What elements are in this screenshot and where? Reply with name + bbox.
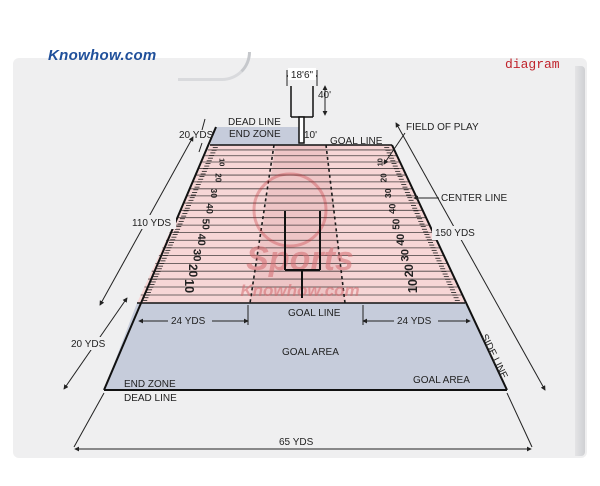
yard-number-left: 10 — [218, 158, 227, 166]
end-zone-top-label: END ZONE — [229, 129, 281, 140]
yard-number-right: 30 — [383, 188, 393, 198]
goalpost-width-label: 18'6" — [291, 70, 314, 81]
yard-number-right: 40 — [395, 234, 407, 246]
crossbar-height-label: 10' — [304, 130, 317, 141]
yard-number-right: 20 — [380, 173, 389, 182]
field-length-label: 110 YDS — [132, 218, 171, 229]
yard-number-right: 40 — [387, 204, 397, 214]
goal-area-center-label: GOAL AREA — [282, 347, 339, 358]
panel-edge — [575, 66, 585, 456]
yard-number-right: 10 — [406, 279, 420, 293]
field-width-label: 65 YDS — [279, 437, 314, 448]
center-line-label: CENTER LINE — [441, 193, 507, 204]
dead-line-top-label: DEAD LINE — [228, 117, 281, 128]
yard-number-left: 30 — [191, 249, 203, 262]
hash-line-right — [325, 144, 346, 304]
watermark-sports: Sports — [246, 240, 354, 278]
diagram-tag: diagram — [505, 57, 560, 72]
watermark-circle — [252, 172, 328, 248]
yard-number-right: 50 — [392, 218, 403, 230]
yard-number-right: 20 — [402, 264, 416, 278]
yard-number-left: 40 — [195, 234, 207, 246]
hash-marks — [249, 144, 346, 304]
yard-number-left: 20 — [213, 173, 222, 182]
yard-number-left: 40 — [205, 204, 215, 214]
goalpost-top — [290, 86, 314, 144]
watermark-knowhow: Knowhow.com — [240, 281, 359, 300]
yard-number-left: 20 — [186, 264, 200, 278]
goalpost-height-label: 40' — [318, 90, 331, 101]
goal-line-bottom-label: GOAL LINE — [288, 308, 341, 319]
area-depth-label: 20 YDS — [71, 339, 106, 350]
end-zone-bottom-label: END ZONE — [124, 379, 176, 390]
hash-right-label: 24 YDS — [397, 316, 432, 327]
total-length-arrow — [395, 122, 546, 391]
goal-line-top-label: GOAL LINE — [330, 136, 383, 147]
site-logo[interactable]: Knowhow.com — [48, 47, 157, 64]
hash-line-left — [249, 144, 275, 304]
field-of-play-label: FIELD OF PLAY — [406, 122, 479, 133]
end-zone-top — [210, 127, 300, 145]
yard-number-right: 30 — [399, 249, 411, 262]
end-zone-depth-label: 20 YDS — [179, 130, 214, 141]
yard-number-left: 10 — [182, 279, 196, 293]
goal-area-right-label: GOAL AREA — [413, 375, 470, 386]
yard-number-left: 30 — [209, 188, 219, 198]
hash-left-label: 24 YDS — [171, 316, 206, 327]
yard-number-right: 10 — [375, 158, 384, 166]
dead-line-bottom-label: DEAD LINE — [124, 393, 177, 404]
total-length-label: 150 YDS — [435, 228, 475, 239]
yard-number-left: 50 — [199, 219, 210, 231]
goalpost-center — [284, 211, 321, 298]
